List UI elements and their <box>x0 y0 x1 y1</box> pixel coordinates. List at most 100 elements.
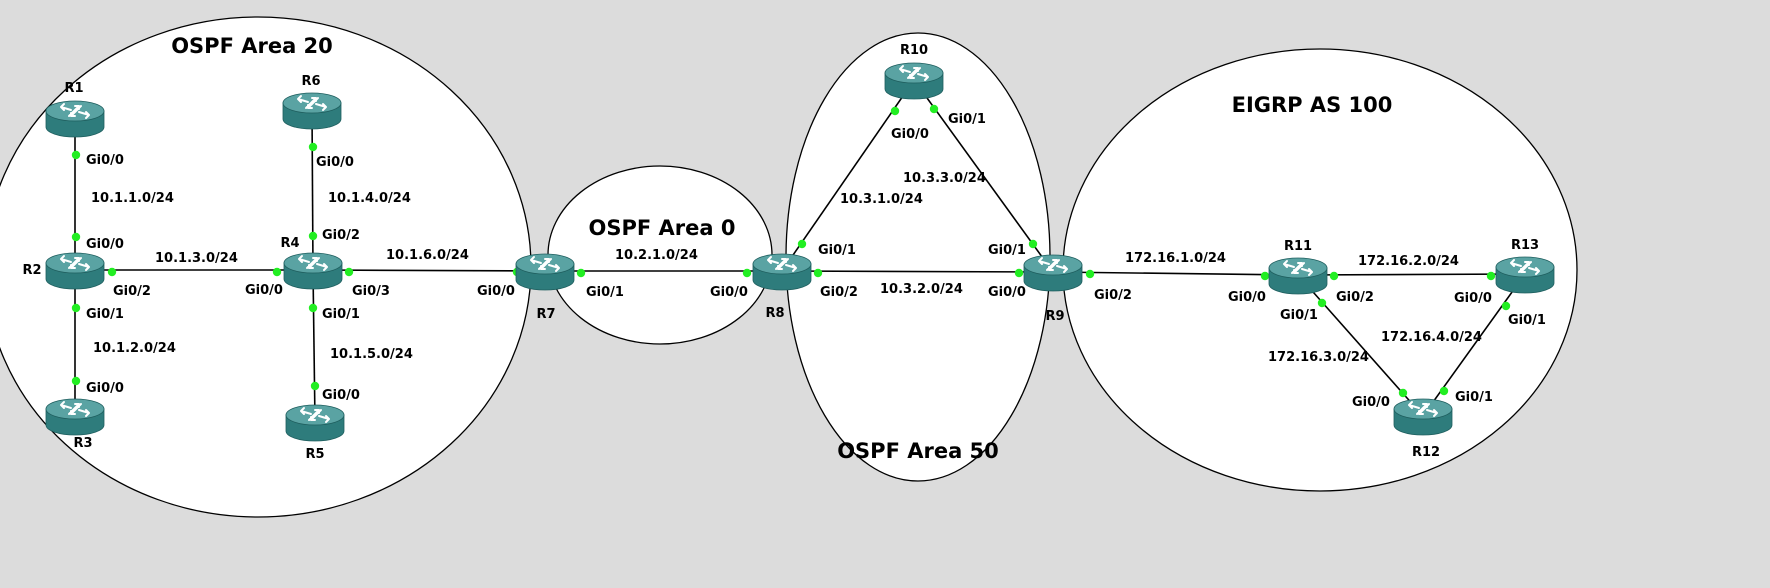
subnet-label-r2-r3: 10.1.2.0/24 <box>93 341 176 356</box>
port-status-r10-r9-from <box>929 104 939 114</box>
area-eigrp-title: EIGRP AS 100 <box>1232 93 1393 117</box>
port-status-r6-r4-from <box>308 142 318 152</box>
router-r8[interactable] <box>752 253 812 291</box>
router-label-r11: R11 <box>1284 239 1312 254</box>
router-r7[interactable] <box>515 253 575 291</box>
subnet-label-r11-r13: 172.16.2.0/24 <box>1358 254 1459 269</box>
port-status-r1-r2-to <box>71 232 81 242</box>
subnet-label-r9-r11: 172.16.1.0/24 <box>1125 251 1226 266</box>
router-icon <box>285 404 345 442</box>
link-r13-r12[interactable] <box>1422 273 1526 417</box>
router-label-r9: R9 <box>1045 309 1064 324</box>
port-status-r4-r5-to <box>310 381 320 391</box>
router-label-r8: R8 <box>765 306 784 321</box>
router-icon <box>283 252 343 290</box>
subnet-label-r10-r9: 10.3.3.0/24 <box>903 171 986 186</box>
port-status-r2-r3-from <box>71 303 81 313</box>
link-r10-r9[interactable] <box>913 79 1054 273</box>
iface-label-r9-r11-to: Gi0/0 <box>1228 290 1266 305</box>
router-label-r10: R10 <box>900 43 928 58</box>
iface-label-r2-r3-to: Gi0/0 <box>86 381 124 396</box>
iface-label-r8-r10-to: Gi0/0 <box>891 127 929 142</box>
iface-label-r2-r3-from: Gi0/1 <box>86 307 124 322</box>
port-status-r11-r12-to <box>1398 388 1408 398</box>
iface-label-r8-r9-from: Gi0/2 <box>820 285 858 300</box>
link-r8-r9[interactable] <box>781 270 1054 273</box>
iface-label-r8-r10-from: Gi0/1 <box>818 243 856 258</box>
router-icon <box>1023 254 1083 292</box>
router-r3[interactable] <box>45 398 105 436</box>
router-icon <box>45 252 105 290</box>
router-r1[interactable] <box>45 100 105 138</box>
port-status-r8-r10-from <box>797 239 807 249</box>
iface-label-r4-r5-from: Gi0/1 <box>322 307 360 322</box>
area-area20-title: OSPF Area 20 <box>171 34 333 58</box>
router-label-r12: R12 <box>1412 445 1440 460</box>
port-status-r13-r12-from <box>1501 301 1511 311</box>
port-status-r9-r11-to <box>1260 271 1270 281</box>
router-label-r5: R5 <box>305 447 324 462</box>
router-icon <box>45 398 105 436</box>
link-r4-r5[interactable] <box>312 269 316 423</box>
iface-label-r6-r4-from: Gi0/0 <box>316 155 354 170</box>
port-status-r10-r9-to <box>1028 239 1038 249</box>
router-r11[interactable] <box>1268 257 1328 295</box>
port-status-r8-r10-to <box>890 106 900 116</box>
router-label-r3: R3 <box>73 436 92 451</box>
port-status-r11-r13-to <box>1486 271 1496 281</box>
iface-label-r10-r9-from: Gi0/1 <box>948 112 986 127</box>
iface-label-r4-r5-to: Gi0/0 <box>322 388 360 403</box>
router-r13[interactable] <box>1495 256 1555 294</box>
router-r9[interactable] <box>1023 254 1083 292</box>
router-label-r7: R7 <box>536 307 555 322</box>
router-r12[interactable] <box>1393 398 1453 436</box>
port-status-r1-r2-from <box>71 150 81 160</box>
subnet-label-r1-r2: 10.1.1.0/24 <box>91 191 174 206</box>
router-label-r6: R6 <box>301 74 320 89</box>
router-r6[interactable] <box>282 92 342 130</box>
port-status-r6-r4-to <box>308 231 318 241</box>
router-r2[interactable] <box>45 252 105 290</box>
iface-label-r11-r12-from: Gi0/1 <box>1280 308 1318 323</box>
router-label-r1: R1 <box>64 81 83 96</box>
router-r4[interactable] <box>283 252 343 290</box>
port-status-r7-r8-to <box>742 268 752 278</box>
router-icon <box>1393 398 1453 436</box>
router-icon <box>282 92 342 130</box>
iface-label-r10-r9-to: Gi0/1 <box>988 243 1026 258</box>
subnet-label-r11-r12: 172.16.3.0/24 <box>1268 350 1369 365</box>
port-status-r8-r9-from <box>813 268 823 278</box>
router-r5[interactable] <box>285 404 345 442</box>
subnet-label-r8-r9: 10.3.2.0/24 <box>880 282 963 297</box>
router-icon <box>45 100 105 138</box>
iface-label-r11-r12-to: Gi0/0 <box>1352 395 1390 410</box>
iface-label-r13-r12-from: Gi0/1 <box>1508 313 1546 328</box>
iface-label-r1-r2-to: Gi0/0 <box>86 237 124 252</box>
port-status-r8-r9-to <box>1014 268 1024 278</box>
iface-label-r11-r13-to: Gi0/0 <box>1454 291 1492 306</box>
iface-label-r8-r9-to: Gi0/0 <box>988 285 1026 300</box>
port-status-r4-r5-from <box>308 303 318 313</box>
subnet-label-r4-r5: 10.1.5.0/24 <box>330 347 413 362</box>
subnet-label-r4-r7: 10.1.6.0/24 <box>386 248 469 263</box>
iface-label-r4-r7-from: Gi0/3 <box>352 284 390 299</box>
router-label-r4: R4 <box>280 236 299 251</box>
area-area0-title: OSPF Area 0 <box>589 216 736 240</box>
port-status-r11-r12-from <box>1317 298 1327 308</box>
iface-label-r4-r7-to: Gi0/0 <box>477 284 515 299</box>
router-r10[interactable] <box>884 62 944 100</box>
port-status-r4-r7-from <box>344 267 354 277</box>
iface-label-r11-r13-from: Gi0/2 <box>1336 290 1374 305</box>
iface-label-r2-r4-to: Gi0/0 <box>245 283 283 298</box>
subnet-label-r8-r10: 10.3.1.0/24 <box>840 192 923 207</box>
port-status-r7-r8-from <box>576 268 586 278</box>
port-status-r2-r3-to <box>71 376 81 386</box>
router-icon <box>884 62 944 100</box>
router-icon <box>515 253 575 291</box>
port-status-r11-r13-from <box>1329 271 1339 281</box>
port-status-r2-r4-from <box>107 267 117 277</box>
link-r6-r4[interactable] <box>311 109 314 271</box>
subnet-label-r6-r4: 10.1.4.0/24 <box>328 191 411 206</box>
